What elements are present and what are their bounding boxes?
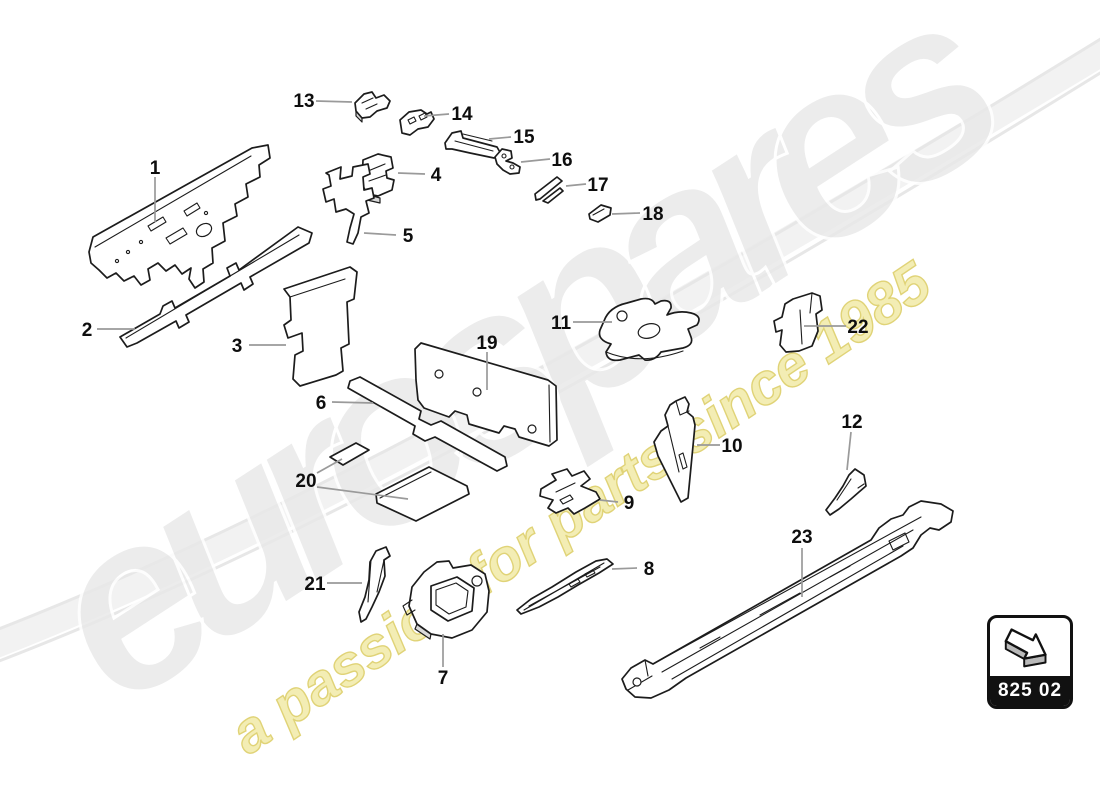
part-label-2[interactable]: 2 — [82, 320, 93, 341]
part-13-drawing — [354, 91, 391, 123]
diagram-arrow-icon — [990, 618, 1070, 676]
part-label-8[interactable]: 8 — [644, 559, 655, 580]
part-section-code-bar: 825 02 — [990, 676, 1070, 706]
part-22-drawing — [773, 292, 823, 353]
part-section-code-box[interactable]: 825 02 — [987, 615, 1073, 709]
leader-lines — [97, 100, 852, 667]
part-label-19[interactable]: 19 — [476, 333, 497, 354]
leader-line-14 — [423, 113, 450, 117]
leader-line-6 — [331, 401, 374, 404]
part-5-drawing — [322, 163, 375, 245]
part-9-drawing — [539, 468, 601, 515]
part-label-12[interactable]: 12 — [841, 412, 862, 433]
part-label-20[interactable]: 20 — [295, 471, 316, 492]
part-label-5[interactable]: 5 — [403, 226, 414, 247]
part-17-drawing — [534, 176, 564, 204]
leader-line-13 — [315, 100, 353, 103]
part-12-drawing — [825, 468, 867, 516]
part-8-drawing — [516, 558, 614, 615]
part-3-drawing — [283, 266, 358, 387]
part-6-drawing — [347, 376, 508, 472]
part-label-15[interactable]: 15 — [513, 127, 535, 148]
part-label-10[interactable]: 10 — [721, 436, 742, 457]
part-label-16[interactable]: 16 — [551, 150, 572, 171]
leader-line-12 — [846, 431, 852, 471]
part-label-6[interactable]: 6 — [316, 393, 327, 414]
part-label-1[interactable]: 1 — [150, 158, 161, 179]
part-10-drawing — [653, 396, 696, 503]
part-14-drawing — [399, 109, 435, 136]
leader-line-8 — [611, 567, 638, 570]
part-label-7[interactable]: 7 — [438, 668, 449, 689]
part-label-18[interactable]: 18 — [642, 204, 663, 225]
part-label-14[interactable]: 14 — [451, 104, 473, 125]
part-2-drawing — [119, 226, 313, 348]
part-label-9[interactable]: 9 — [624, 493, 635, 514]
leader-line-18 — [611, 212, 641, 215]
part-label-17[interactable]: 17 — [587, 175, 608, 196]
part-23-drawing — [621, 500, 954, 699]
part-label-4[interactable]: 4 — [431, 165, 442, 186]
part-label-11[interactable]: 11 — [551, 313, 572, 334]
leader-line-9 — [599, 499, 619, 503]
part-16-drawing — [494, 148, 521, 175]
leader-line-20b — [316, 486, 409, 500]
part-label-23[interactable]: 23 — [791, 527, 812, 548]
leader-line-5 — [363, 232, 397, 236]
part-label-21[interactable]: 21 — [304, 574, 326, 595]
leader-line-17 — [565, 183, 587, 187]
part-11-drawing — [598, 297, 700, 362]
leader-line-20a — [316, 458, 343, 474]
part-label-22[interactable]: 22 — [847, 317, 868, 338]
leader-line-16 — [520, 158, 551, 163]
part-15-drawing — [444, 130, 502, 159]
part-1-drawing — [88, 144, 271, 289]
part-7-drawing — [402, 560, 490, 640]
part-label-3[interactable]: 3 — [232, 336, 243, 357]
part-section-code: 825 02 — [997, 680, 1063, 701]
part-18-drawing — [588, 204, 612, 223]
leader-line-4 — [397, 172, 426, 175]
part-label-13[interactable]: 13 — [293, 91, 314, 112]
part-labels: 1 2 3 4 5 6 7 8 9 10 11 12 13 14 15 16 1… — [82, 91, 869, 689]
leader-line-15 — [488, 136, 512, 140]
part-21-drawing — [358, 546, 391, 623]
part-19-drawing — [414, 342, 558, 447]
